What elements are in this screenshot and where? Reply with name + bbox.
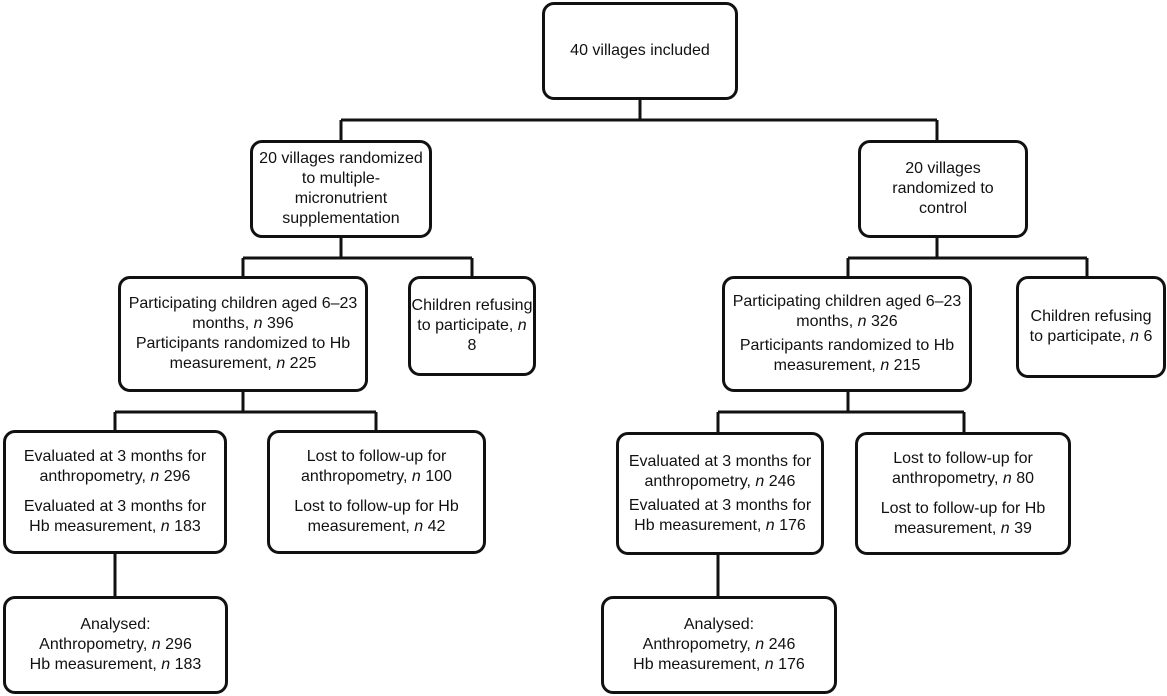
box-text: Lost to follow-up for — [306, 448, 447, 465]
box-text: Analysed: — [683, 616, 755, 633]
box-text: Lost to follow-up for Hb — [294, 498, 459, 515]
box-text: to multiple- — [301, 170, 381, 187]
box-text: 20 villages randomized — [259, 150, 423, 167]
box-text: randomized to — [892, 180, 994, 197]
intervention-analysed-box: Analysed: Anthropometry, n 296 Hb measur… — [3, 596, 228, 694]
box-text: micronutrient — [294, 190, 388, 207]
box-text: months, n 326 — [796, 313, 898, 330]
box-text: Evaluated at 3 months for — [23, 448, 207, 465]
box-text: Participants randomized to Hb — [739, 337, 955, 354]
box-text: to participate, n 8 — [417, 317, 527, 354]
box-text: Anthropometry, n 296 — [39, 636, 192, 653]
box-text: 40 villages included — [570, 42, 710, 59]
box-text: Children refusing — [411, 297, 533, 314]
box-text: Participating children aged 6–23 — [732, 293, 962, 310]
control-lost-box: Lost to follow-up for anthropometry, n 8… — [855, 432, 1071, 555]
control-refusing-box: Children refusing to participate, n 6 — [1016, 276, 1166, 378]
box-text: Hb measurement, n 176 — [634, 516, 806, 534]
intervention-evaluated-box: Evaluated at 3 months for anthropometry,… — [3, 430, 227, 554]
box-text: Evaluated at 3 months for — [628, 496, 812, 514]
box-text: Children refusing — [1030, 308, 1152, 325]
box-text: Lost to follow-up for — [893, 449, 1033, 467]
box-text: Analysed: — [80, 616, 151, 633]
box-text: control — [918, 200, 968, 217]
box-text: Anthropometry, n 246 — [642, 636, 796, 653]
box-text: to participate, n 6 — [1029, 328, 1153, 345]
villages-included-box: 40 villages included — [542, 2, 738, 100]
control-analysed-box: Analysed: Anthropometry, n 246 Hb measur… — [601, 596, 837, 694]
box-text: Participating children aged 6–23 — [128, 295, 358, 312]
box-text: Lost to follow-up for Hb — [880, 499, 1046, 517]
intervention-lost-box: Lost to follow-up for anthropometry, n 1… — [267, 430, 486, 554]
box-text: months, n 396 — [192, 315, 294, 332]
intervention-participants-box: Participating children aged 6–23 months,… — [118, 276, 368, 392]
intervention-refusing-box: Children refusing to participate, n 8 — [408, 276, 536, 376]
box-text: Hb measurement, n 183 — [29, 656, 202, 673]
box-text: Evaluated at 3 months for — [628, 452, 812, 470]
box-text: Hb measurement, n 176 — [633, 656, 805, 673]
box-text: anthropometry, n 246 — [644, 472, 796, 490]
box-text: Hb measurement, n 183 — [29, 518, 201, 535]
box-text: supplementation — [282, 210, 400, 227]
control-participants-box: Participating children aged 6–23 months,… — [722, 276, 972, 392]
control-evaluated-box: Evaluated at 3 months for anthropometry,… — [616, 432, 824, 555]
box-text: anthropometry, n 296 — [39, 468, 191, 485]
box-text: measurement, n 42 — [307, 518, 446, 535]
box-text: measurement, n 225 — [169, 355, 317, 372]
box-text: measurement, n 215 — [773, 357, 921, 374]
box-text: 20 villages — [905, 160, 981, 177]
box-text: measurement, n 39 — [894, 519, 1032, 537]
box-text: Evaluated at 3 months for — [23, 498, 207, 515]
box-text: Participants randomized to Hb — [135, 335, 351, 352]
control-arm-box: 20 villages randomized to control — [858, 140, 1028, 238]
box-text: anthropometry, n 80 — [891, 469, 1035, 487]
intervention-arm-box: 20 villages randomized to multiple- micr… — [250, 140, 432, 238]
box-text: anthropometry, n 100 — [301, 468, 452, 485]
